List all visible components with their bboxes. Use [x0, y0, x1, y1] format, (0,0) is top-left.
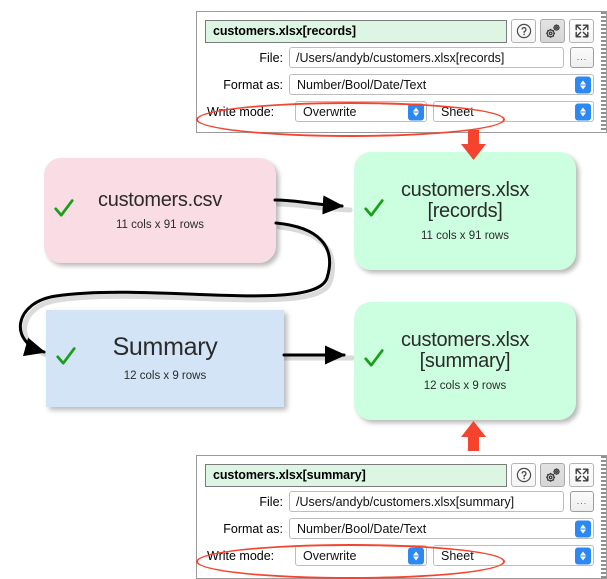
node-title-line1: customers.xlsx	[400, 329, 530, 352]
node-title-line2: [records]	[427, 199, 503, 222]
browse-button[interactable]: ...	[570, 491, 594, 512]
gears-icon	[545, 23, 560, 38]
help-button[interactable]	[511, 463, 536, 487]
node-title: customers.csv	[98, 190, 222, 210]
format-select-stepper[interactable]	[575, 76, 591, 93]
write-mode-label: Write mode:	[207, 548, 275, 563]
inspector-panel-records[interactable]: customers.xlsx[records]	[196, 11, 607, 133]
format-row: Format as: Number/Bool/Date/Text	[197, 71, 606, 98]
file-path-input[interactable]: /Users/andyb/customers.xlsx[records]	[289, 47, 564, 68]
format-select-value: Number/Bool/Date/Text	[297, 77, 427, 92]
panel-title-field[interactable]: customers.xlsx[records]	[205, 19, 507, 43]
expand-button[interactable]	[569, 19, 594, 43]
file-row: File: /Users/andyb/customers.xlsx[record…	[197, 44, 606, 71]
panel-header: customers.xlsx[records]	[197, 18, 606, 44]
node-title-line1: customers.xlsx	[400, 179, 530, 202]
file-path-input[interactable]: /Users/andyb/customers.xlsx[summary]	[289, 491, 564, 512]
panel-title-field[interactable]: customers.xlsx[summary]	[205, 463, 507, 487]
sheet-select[interactable]: Sheet	[433, 101, 594, 122]
sheet-select-value: Sheet	[441, 104, 474, 119]
node-customers-csv[interactable]: customers.csv 11 cols x 91 rows	[44, 158, 276, 263]
browse-button[interactable]: ...	[570, 47, 594, 68]
help-circle-icon	[516, 467, 531, 483]
expand-arrows-icon	[575, 468, 588, 482]
panel-clip-edge	[601, 456, 606, 578]
format-label: Format as:	[223, 521, 283, 536]
help-circle-icon	[516, 23, 531, 39]
node-subtitle: 12 cols x 9 rows	[423, 379, 507, 392]
format-select-stepper[interactable]	[575, 520, 591, 537]
write-mode-select-value: Overwrite	[303, 548, 357, 563]
sheet-select-stepper[interactable]	[575, 103, 591, 120]
write-mode-select-value: Overwrite	[303, 104, 357, 119]
panel-clip-edge	[601, 12, 606, 132]
gears-icon	[545, 467, 560, 482]
edge-csv-to-records	[273, 195, 344, 215]
sheet-select-stepper[interactable]	[575, 547, 591, 564]
green-check-icon	[364, 349, 384, 367]
format-row: Format as: Number/Bool/Date/Text	[197, 515, 606, 542]
file-label: File:	[259, 50, 283, 65]
write-mode-label: Write mode:	[207, 104, 275, 119]
panel-header: customers.xlsx[summary]	[197, 462, 606, 488]
node-title: Summary	[113, 335, 218, 361]
settings-button[interactable]	[540, 463, 565, 487]
file-label: File:	[259, 494, 283, 509]
write-mode-select[interactable]: Overwrite	[295, 545, 427, 566]
format-select[interactable]: Number/Bool/Date/Text	[289, 74, 594, 95]
expand-arrows-icon	[575, 24, 588, 38]
node-title: customers.xlsx [records]	[401, 180, 529, 221]
sheet-select[interactable]: Sheet	[433, 545, 594, 566]
node-subtitle: 12 cols x 9 rows	[123, 369, 207, 382]
green-check-icon	[54, 198, 74, 217]
node-summary[interactable]: Summary 12 cols x 9 rows	[46, 310, 284, 407]
node-title: customers.xlsx [summary]	[401, 330, 529, 371]
green-check-icon	[364, 199, 384, 217]
format-select[interactable]: Number/Bool/Date/Text	[289, 518, 594, 539]
help-button[interactable]	[511, 19, 536, 43]
settings-button[interactable]	[540, 19, 565, 43]
write-mode-stepper[interactable]	[408, 547, 424, 564]
green-check-icon	[56, 346, 76, 365]
write-mode-select[interactable]: Overwrite	[295, 101, 427, 122]
node-customers-xlsx-summary[interactable]: customers.xlsx [summary] 12 cols x 9 row…	[354, 302, 576, 420]
node-title-line2: [summary]	[419, 349, 511, 372]
write-mode-stepper[interactable]	[408, 103, 424, 120]
format-select-value: Number/Bool/Date/Text	[297, 521, 427, 536]
write-mode-row: Write mode: Overwrite Sheet	[197, 542, 606, 569]
expand-button[interactable]	[569, 463, 594, 487]
node-subtitle: 11 cols x 91 rows	[116, 219, 204, 232]
node-title-line1: customers.csv	[98, 188, 222, 211]
inspector-panel-summary[interactable]: customers.xlsx[summary]	[196, 455, 607, 579]
write-mode-row: Write mode: Overwrite Sheet	[197, 98, 606, 125]
node-title-line1: Summary	[112, 333, 218, 362]
red-arrow-up	[461, 421, 486, 451]
file-row: File: /Users/andyb/customers.xlsx[summar…	[197, 488, 606, 515]
sheet-select-value: Sheet	[441, 548, 474, 563]
node-subtitle: 11 cols x 91 rows	[421, 229, 509, 242]
node-customers-xlsx-records[interactable]: customers.xlsx [records] 11 cols x 91 ro…	[354, 152, 576, 270]
format-label: Format as:	[223, 77, 283, 92]
